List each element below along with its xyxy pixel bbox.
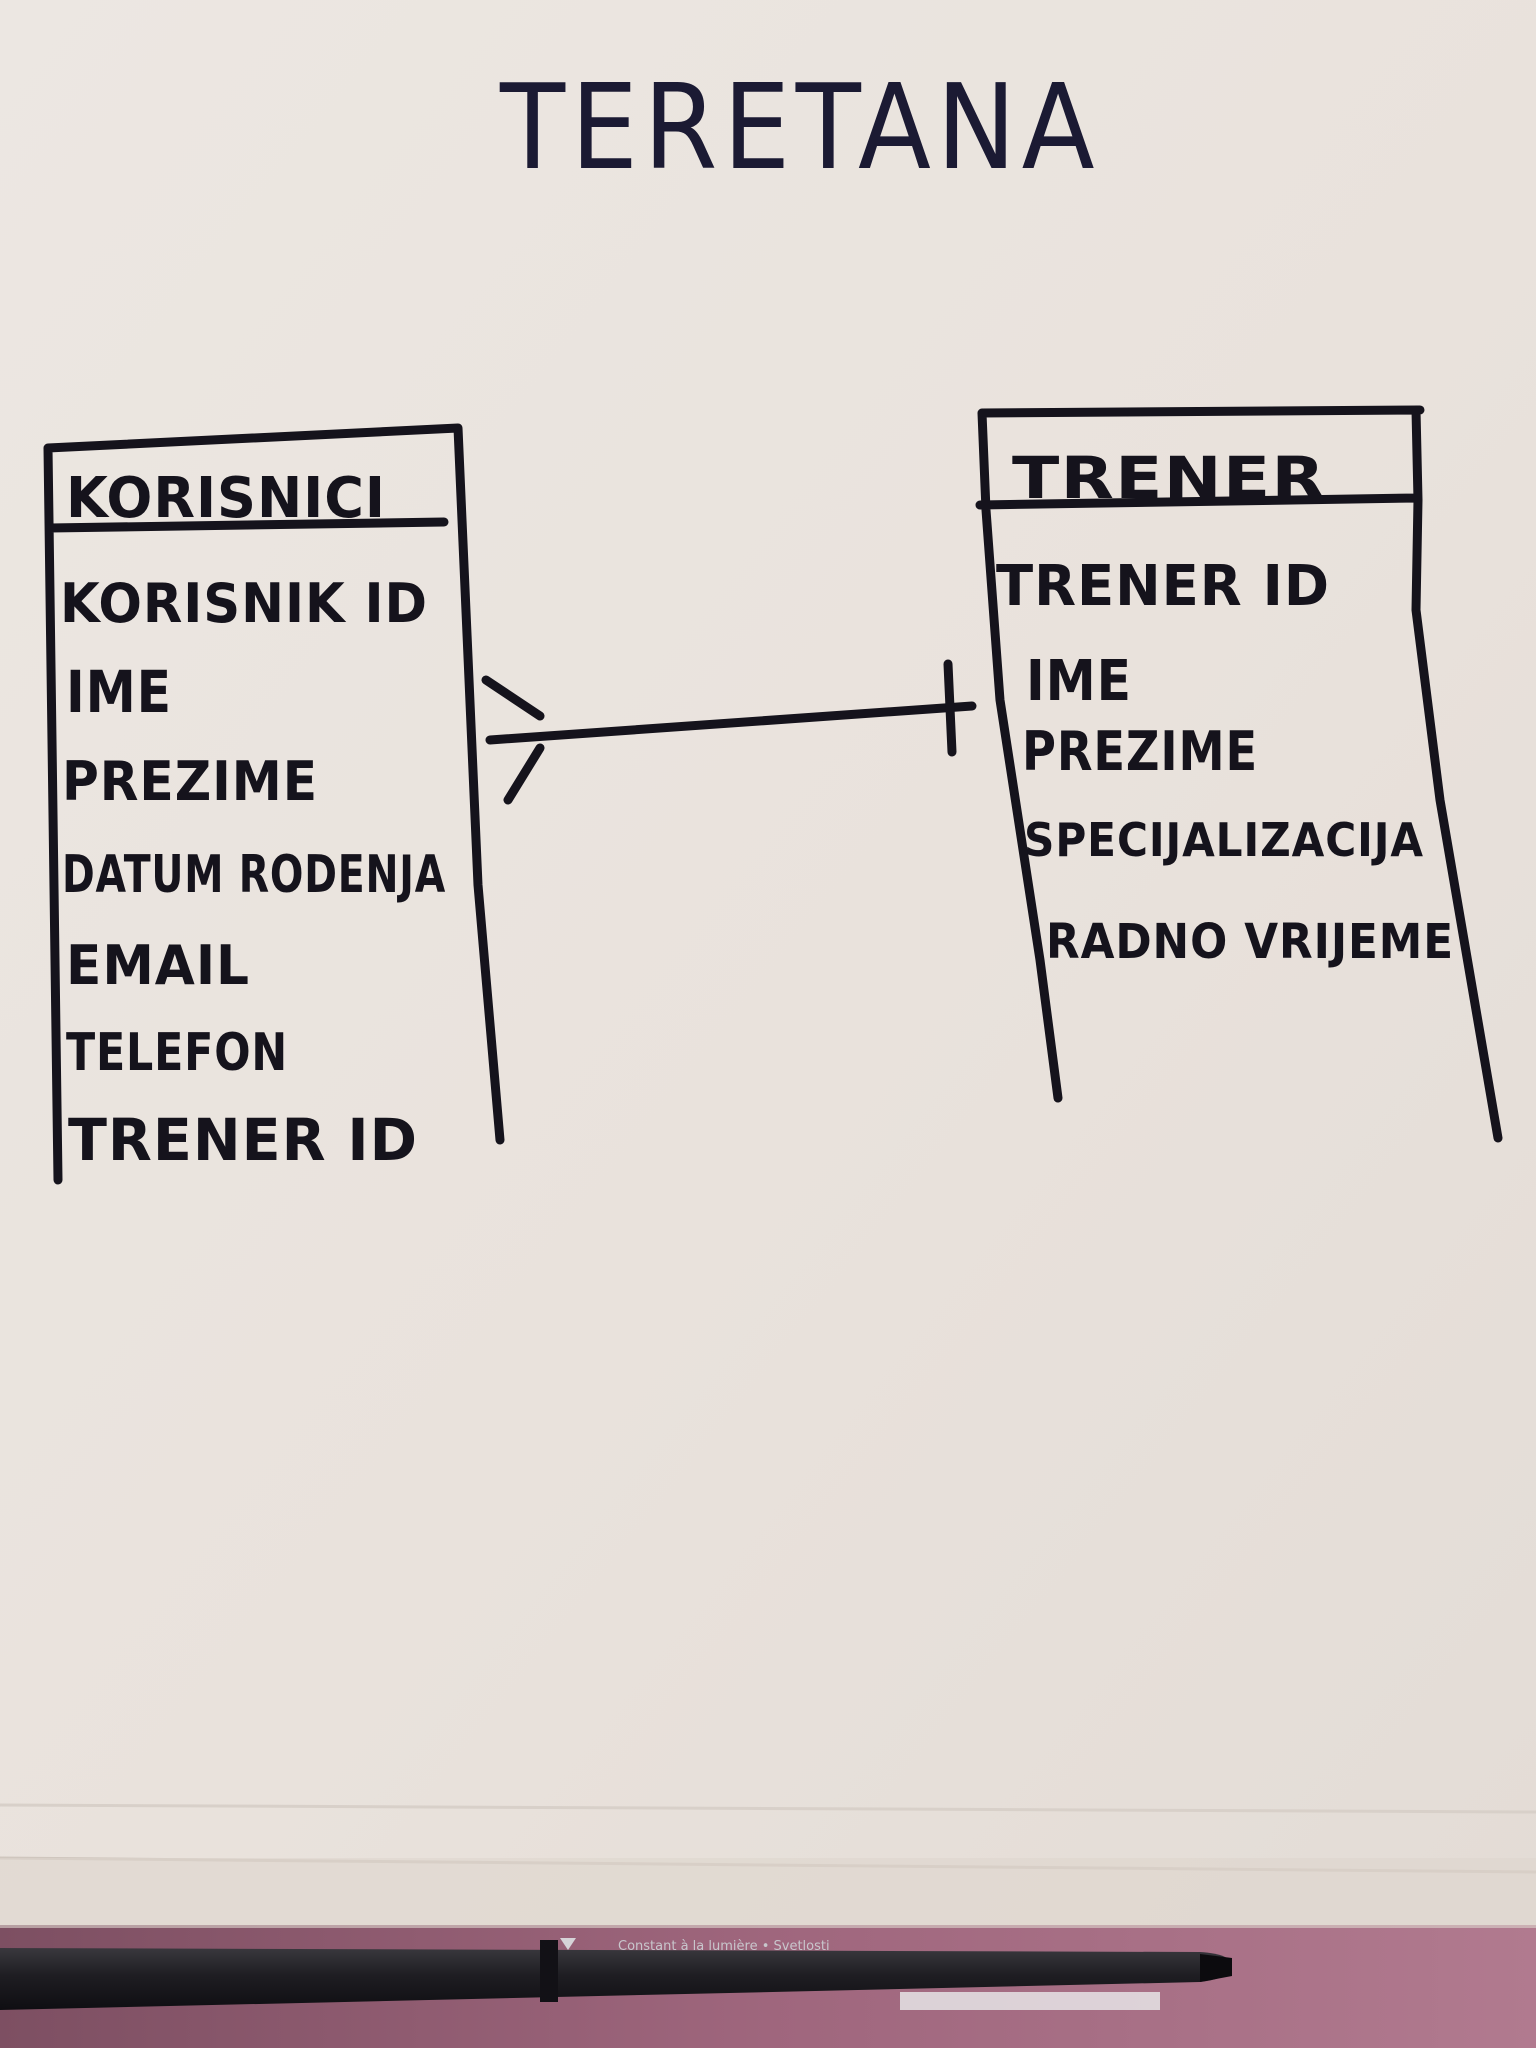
paper-sheet xyxy=(0,0,1536,1925)
entity-box-outline xyxy=(43,423,505,1185)
attribute: SPECIJALIZACIJA xyxy=(1024,813,1424,867)
entity-name: KORISNICI xyxy=(66,466,386,531)
pen-tip xyxy=(1200,1954,1232,1982)
pen-brand-text: Constant à la lumière • Svetlosti xyxy=(618,1939,830,1954)
pen-band xyxy=(540,1940,558,2002)
attribute: IME xyxy=(1026,649,1132,714)
relationship-connector xyxy=(481,659,977,805)
attribute: TRENER ID xyxy=(996,554,1330,619)
attribute: IME xyxy=(66,658,172,726)
relationship-line xyxy=(485,701,977,745)
attribute: DATUM RODENJA xyxy=(62,845,446,905)
pen: Constant à la lumière • Svetlosti xyxy=(0,1938,1232,2010)
pen-body xyxy=(0,1948,1232,2010)
entity-name: TRENER xyxy=(1012,444,1326,512)
pen-clip-mark xyxy=(560,1938,576,1950)
attribute: KORISNIK ID xyxy=(60,572,428,635)
diagram-title: TERETANA xyxy=(499,58,1100,196)
attribute: EMAIL xyxy=(66,934,250,997)
attribute: PREZIME xyxy=(1022,720,1258,783)
pen-logo-strip xyxy=(900,1992,1160,2010)
entity-korisnici: KORISNICI KORISNIK ID IME PREZIME DATUM … xyxy=(43,423,505,1185)
attribute: RADNO VRIJEME xyxy=(1046,914,1454,970)
many-crows-foot xyxy=(481,675,545,805)
entity-box-outline xyxy=(975,405,1503,1143)
one-bar xyxy=(943,659,957,757)
attribute: PREZIME xyxy=(62,750,318,813)
entity-trener: TRENER TRENER ID IME PREZIME SPECIJALIZA… xyxy=(975,405,1503,1143)
attribute: TRENER ID xyxy=(68,1106,418,1174)
paper-edge xyxy=(0,1803,1536,1814)
attribute: TELEFON xyxy=(66,1023,288,1083)
